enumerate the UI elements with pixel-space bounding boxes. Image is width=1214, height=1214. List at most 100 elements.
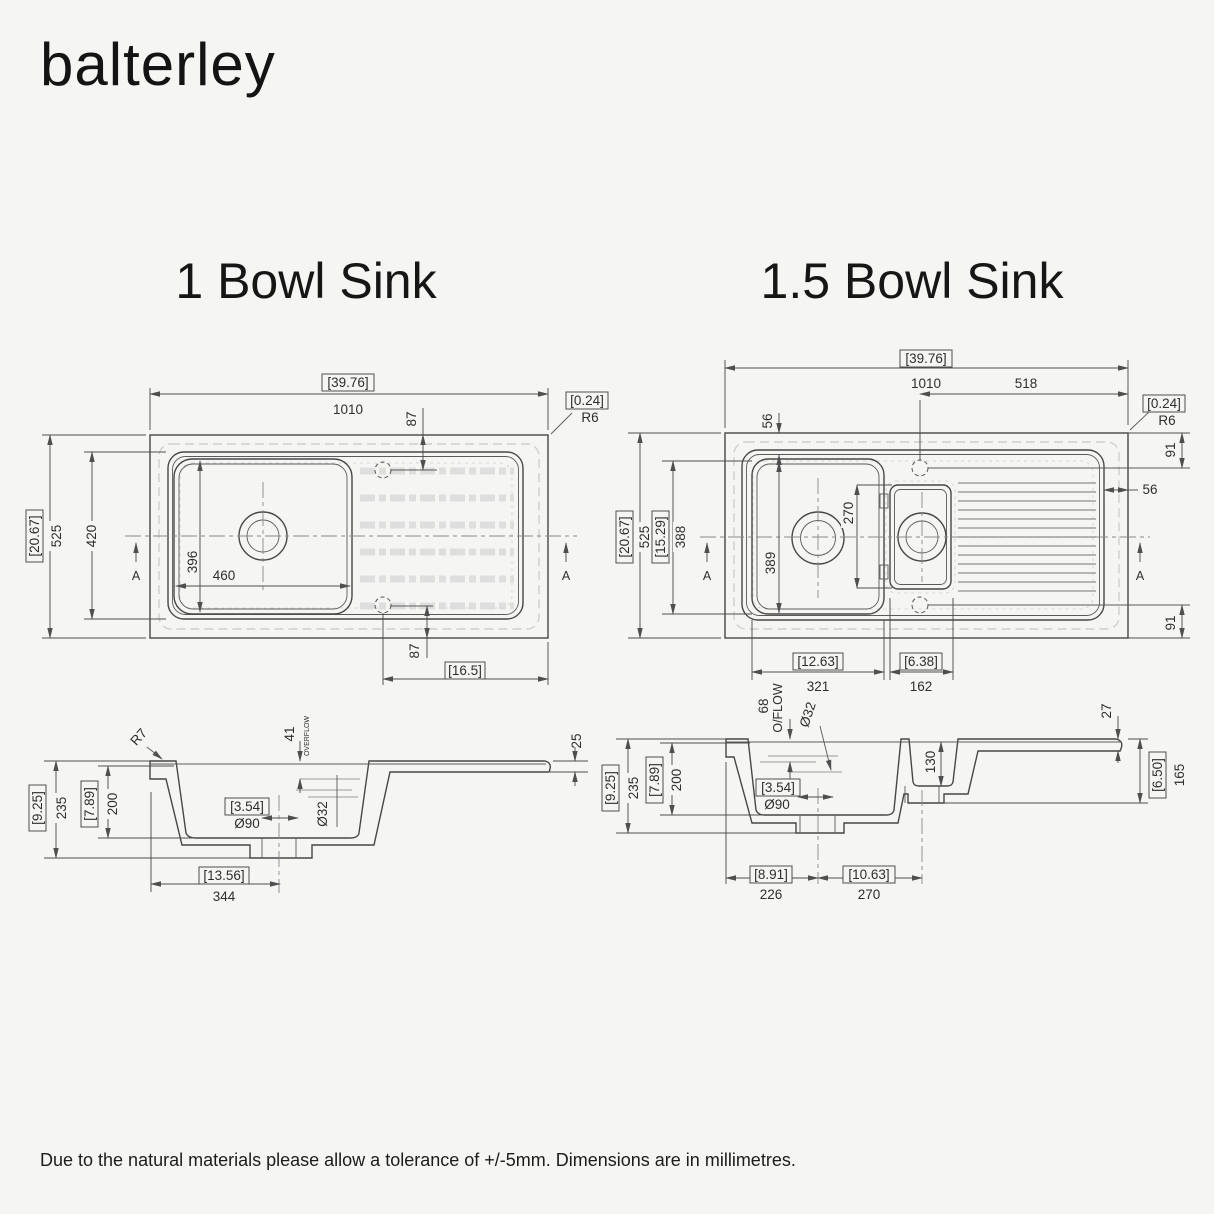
overflow-label: OVERFLOW xyxy=(304,716,311,756)
one-half-bowl-section-view: 68 O/FLOW Ø32 27 [9.25] 235 [7.89] 200 xyxy=(601,683,1187,902)
base-width-inches: [13.56] xyxy=(203,868,244,883)
one-half-bowl-plan-view: [39.76] 1010 518 [0.24] R6 56 91 56 xyxy=(615,349,1190,694)
section-marker-left: A xyxy=(703,569,712,583)
tap-offset-top: 91 xyxy=(1163,442,1178,457)
title-one-bowl: 1 Bowl Sink xyxy=(175,253,437,309)
base-width-mm: 344 xyxy=(213,889,236,904)
waste-diameter-inches: [3.54] xyxy=(230,799,264,814)
rim-radius: R7 xyxy=(127,726,150,749)
waste-offset-mm: 226 xyxy=(760,887,783,902)
sink-outline xyxy=(724,432,1129,639)
half-bowl-width-inches: [6.38] xyxy=(904,654,938,669)
corner-radius-mm: R6 xyxy=(1158,413,1175,428)
tap-hole-top xyxy=(911,459,929,477)
waste-diameter-mm: Ø90 xyxy=(234,816,260,831)
tap-offset-bottom: 87 xyxy=(407,643,422,658)
overall-width-inches: [39.76] xyxy=(327,375,368,390)
rim-opening-height: 420 xyxy=(84,525,99,548)
tap-hole-bottom xyxy=(374,596,392,614)
section-marker-right: A xyxy=(562,569,571,583)
total-depth-mm: 235 xyxy=(626,777,641,800)
half-bowl-depth: 130 xyxy=(923,751,938,774)
overflow-diameter: Ø32 xyxy=(315,801,330,827)
overall-height-mm: 525 xyxy=(637,526,652,549)
drainer-edge-thickness: 25 xyxy=(569,733,584,748)
title-one-half-bowl: 1.5 Bowl Sink xyxy=(760,253,1064,309)
drainer-grooves xyxy=(360,467,514,610)
rim-hidden-edge xyxy=(733,441,1120,630)
corner-radius-mm: R6 xyxy=(581,410,598,425)
bowl-width: 460 xyxy=(213,568,236,583)
rim-inner-edge xyxy=(746,454,1100,616)
half-bowl-width-mm: 162 xyxy=(910,679,933,694)
tap-offset-bottom: 91 xyxy=(1163,615,1178,630)
overflow-diameter: Ø32 xyxy=(797,700,819,729)
rim-outline xyxy=(741,449,1105,621)
rim-inset-right: 56 xyxy=(1142,482,1157,497)
one-bowl-plan-view: [39.76] 1010 [0.24] R6 87 [20.67] 525 42… xyxy=(25,373,609,685)
waste-offset-inches: [8.91] xyxy=(754,867,788,882)
plan-dimensions: [39.76] 1010 518 [0.24] R6 56 91 56 xyxy=(615,349,1190,694)
rim-inset-top: 56 xyxy=(760,413,775,428)
overall-height-inches: [20.67] xyxy=(617,516,632,557)
bowl-outline xyxy=(173,458,353,615)
section-marker-left: A xyxy=(132,569,141,583)
rim-outline xyxy=(167,451,524,620)
bowl-height: 396 xyxy=(185,551,200,574)
overflow-offset: 41 xyxy=(282,726,297,741)
waste-spacing-inches: [10.63] xyxy=(848,867,889,882)
waste-spacing-mm: 270 xyxy=(858,887,881,902)
total-depth-inches: [9.25] xyxy=(30,791,45,825)
main-bowl-width-mm: 321 xyxy=(807,679,830,694)
opening-height-mm: 388 xyxy=(673,526,688,549)
drainer-grooves xyxy=(958,482,1096,592)
tap-offset-top: 87 xyxy=(404,411,419,426)
section-dimensions: R7 [9.25] 235 [7.89] 200 41 OVERFLOW Ø32… xyxy=(28,716,588,904)
tolerance-note: Due to the natural materials please allo… xyxy=(40,1150,796,1170)
bowl-depth-inches: [7.89] xyxy=(647,763,662,797)
half-bowl-height: 270 xyxy=(841,502,856,525)
total-depth-mm: 235 xyxy=(54,797,69,820)
rim-hidden-edge xyxy=(158,443,540,630)
total-depth-inches: [9.25] xyxy=(603,771,618,805)
tap-edge-distance-inches: [16.5] xyxy=(448,663,482,678)
section-marker-right: A xyxy=(1136,569,1145,583)
overflow-slot xyxy=(296,778,360,798)
plan-dimensions: [39.76] 1010 [0.24] R6 87 [20.67] 525 42… xyxy=(25,373,609,685)
half-bowl-tab xyxy=(879,564,889,580)
corner-radius-inches: [0.24] xyxy=(1147,396,1181,411)
drainer-width: 518 xyxy=(1015,376,1038,391)
opening-height-inches: [15.29] xyxy=(653,516,668,557)
half-bowl-tab xyxy=(879,493,889,509)
half-bowl-hidden-edge xyxy=(885,480,956,594)
overall-width-inches: [39.76] xyxy=(905,351,946,366)
sink-cross-section xyxy=(725,738,1123,834)
one-bowl-section-view: R7 [9.25] 235 [7.89] 200 41 OVERFLOW Ø32… xyxy=(28,716,588,904)
main-bowl-inner-edge xyxy=(756,463,880,610)
bowl-depth-mm: 200 xyxy=(669,769,684,792)
corner-radius-inches: [0.24] xyxy=(570,393,604,408)
bowl-depth-inches: [7.89] xyxy=(82,787,97,821)
drainer-edge-thickness: 27 xyxy=(1099,703,1114,718)
bowl-inner-edge xyxy=(178,463,348,610)
waste-diameter-inches: [3.54] xyxy=(761,780,795,795)
rim-inner-edge xyxy=(172,456,519,615)
overall-height-inches: [20.67] xyxy=(27,515,42,556)
overflow-label: O/FLOW xyxy=(771,683,785,733)
drainer-depth-mm: 165 xyxy=(1172,764,1187,787)
brand-logo: balterley xyxy=(40,31,276,98)
overflow-offset: 68 xyxy=(756,698,771,713)
main-bowl-width-inches: [12.63] xyxy=(797,654,838,669)
tap-hole-bottom xyxy=(911,596,929,614)
waste-diameter-mm: Ø90 xyxy=(764,797,790,812)
overall-width-mm: 1010 xyxy=(911,376,941,391)
section-dimensions: 68 O/FLOW Ø32 27 [9.25] 235 [7.89] 200 xyxy=(601,683,1187,902)
overall-height-mm: 525 xyxy=(49,525,64,548)
sink-outline xyxy=(149,434,549,639)
overall-width-mm: 1010 xyxy=(333,402,363,417)
drainer-depth-inches: [6.50] xyxy=(1150,758,1165,792)
sink-cross-section xyxy=(149,760,552,859)
bowl-depth-mm: 200 xyxy=(105,793,120,816)
